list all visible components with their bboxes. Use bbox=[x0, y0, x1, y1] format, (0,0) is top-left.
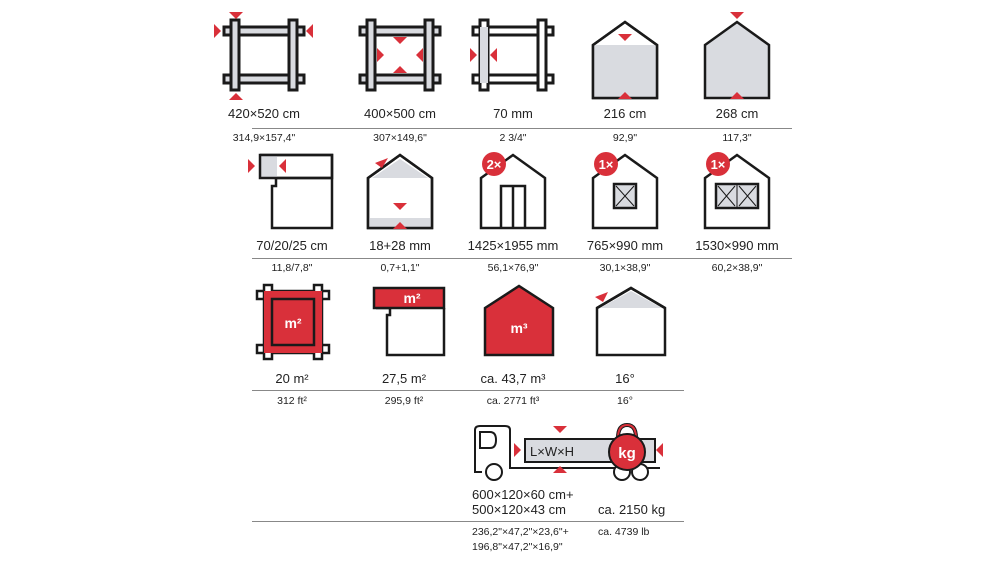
spec-side-height: 216 cm 92,9" bbox=[569, 10, 681, 144]
spec-sub-label: 11,8/7,8" bbox=[271, 262, 313, 274]
spec-sub-label: 295,9 ft² bbox=[384, 395, 424, 407]
spec-floor-area: m² 20 m² 312 ft² bbox=[236, 283, 348, 407]
spec-label: 16° bbox=[615, 371, 635, 386]
spec-label: 20 m² bbox=[275, 371, 309, 386]
spec-roof-floor-thickness: 18+28 mm 0,7+1,1" bbox=[344, 150, 456, 274]
double-window-icon: 1× bbox=[703, 152, 771, 230]
spec-sub-label: 117,3" bbox=[722, 132, 752, 144]
spec-label: 1425×1955 mm bbox=[467, 238, 559, 253]
divider bbox=[252, 258, 792, 259]
spec-label: 268 cm bbox=[715, 106, 759, 121]
spec-sub-label: 312 ft² bbox=[277, 395, 307, 407]
spec-door: 2× 1425×1955 mm 56,1×76,9" bbox=[457, 150, 569, 274]
side-height-icon bbox=[591, 20, 659, 100]
roof-overhang-icon bbox=[248, 153, 334, 230]
spec-sub-label: 2 3/4" bbox=[499, 132, 527, 144]
spec-volume: m³ ca. 43,7 m³ ca. 2771 ft³ bbox=[457, 283, 569, 407]
unit-m2-label: m² bbox=[284, 315, 301, 331]
spec-double-window: 1× 1530×990 mm 60,2×38,9" bbox=[681, 150, 793, 274]
frame-outer-icon bbox=[214, 12, 313, 100]
shipping-weight: ca. 2150 kg bbox=[598, 502, 666, 517]
weight-unit-label: kg bbox=[618, 445, 636, 462]
spec-label: 70 mm bbox=[493, 106, 533, 121]
shipping-dimensions-line-2: 500×120×43 cm bbox=[472, 502, 566, 517]
divider bbox=[252, 128, 792, 129]
volume-icon: m³ bbox=[483, 284, 555, 357]
spec-sub-label: 307×149,6" bbox=[373, 132, 427, 144]
roof-pitch-icon bbox=[595, 286, 667, 357]
frame-inner-icon bbox=[358, 18, 442, 92]
spec-sub-label: 92,9" bbox=[612, 132, 638, 144]
spec-sub-label: ca. 2771 ft³ bbox=[486, 395, 540, 407]
door-icon: 2× bbox=[479, 152, 547, 230]
spec-label: 18+28 mm bbox=[369, 238, 431, 253]
roof-floor-thickness-icon bbox=[366, 153, 434, 230]
window-count-badge: 1× bbox=[599, 157, 614, 172]
spec-shipping: L×W×H kg bbox=[470, 422, 670, 482]
spec-label: 1530×990 mm bbox=[695, 238, 779, 253]
spec-roof-pitch: 16° 16° bbox=[569, 283, 681, 407]
shipping-weight-imperial: ca. 4739 lb bbox=[598, 526, 650, 538]
wall-thickness-icon bbox=[470, 18, 555, 92]
spec-ridge-height: 268 cm 117,3" bbox=[681, 10, 793, 144]
spec-label: 420×520 cm bbox=[228, 106, 300, 121]
shipping-dimensions-line-1: 600×120×60 cm+ bbox=[472, 487, 574, 502]
divider bbox=[252, 521, 684, 522]
divider bbox=[252, 390, 684, 391]
spec-roof-overhang: 70/20/25 cm 11,8/7,8" bbox=[236, 150, 348, 274]
spec-inner-dimensions: 400×500 cm 307×149,6" bbox=[344, 10, 456, 144]
spec-roof-area: m² 27,5 m² 295,9 ft² bbox=[348, 283, 460, 407]
shipping-dimensions-imperial-2: 196,8"×47,2"×16,9" bbox=[472, 541, 563, 553]
window-count-badge: 1× bbox=[711, 157, 726, 172]
ridge-height-icon bbox=[703, 12, 771, 100]
spec-label: ca. 43,7 m³ bbox=[480, 371, 546, 386]
spec-label: 27,5 m² bbox=[381, 371, 427, 386]
shipping-dimensions-imperial-1: 236,2"×47,2"×23,6"+ bbox=[472, 526, 569, 538]
spec-label: 400×500 cm bbox=[364, 106, 436, 121]
spec-sub-label: 0,7+1,1" bbox=[380, 262, 420, 274]
roof-area-icon: m² bbox=[372, 286, 446, 357]
weight-icon: kg bbox=[608, 422, 646, 471]
spec-sub-label: 60,2×38,9" bbox=[711, 262, 763, 274]
spec-sub-label: 16° bbox=[617, 395, 633, 407]
door-count-badge: 2× bbox=[487, 157, 502, 172]
truck-icon: L×W×H kg bbox=[474, 422, 663, 481]
spec-window: 1× 765×990 mm 30,1×38,9" bbox=[569, 150, 681, 274]
spec-sub-label: 314,9×157,4" bbox=[232, 132, 296, 144]
unit-m3-label: m³ bbox=[510, 320, 527, 336]
spec-wall-thickness: 70 mm 2 3/4" bbox=[457, 10, 569, 144]
dimensions-box-label: L×W×H bbox=[530, 444, 574, 459]
floor-area-icon: m² bbox=[255, 283, 331, 361]
spec-label: 216 cm bbox=[603, 106, 647, 121]
window-icon: 1× bbox=[591, 152, 659, 230]
spec-sub-label: 30,1×38,9" bbox=[599, 262, 651, 274]
spec-label: 70/20/25 cm bbox=[256, 238, 328, 253]
spec-sub-label: 56,1×76,9" bbox=[487, 262, 539, 274]
spec-outer-dimensions: 420×520 cm 314,9×157,4" bbox=[208, 10, 320, 144]
unit-m2-label: m² bbox=[403, 290, 420, 306]
spec-label: 765×990 mm bbox=[586, 238, 664, 253]
